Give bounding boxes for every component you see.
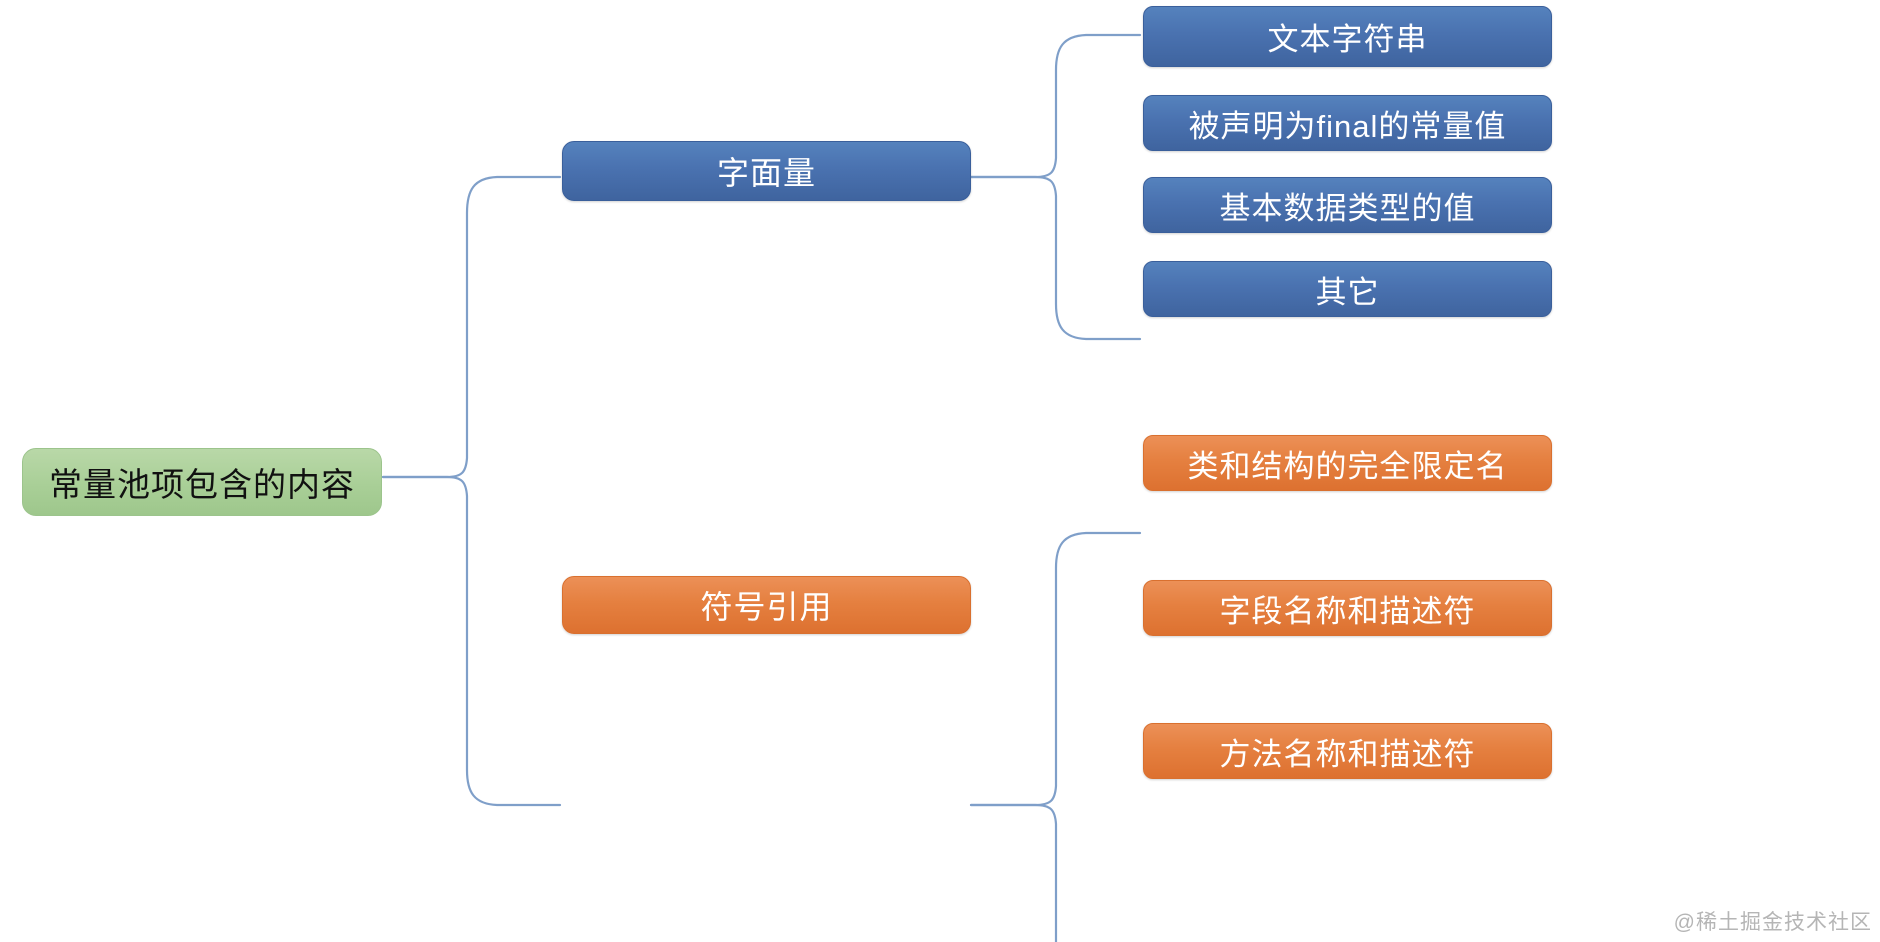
connector-literal-brace-lower	[969, 175, 1142, 341]
leaf-node-text-string[interactable]: 文本字符串	[1143, 6, 1552, 67]
branch-node-literal[interactable]: 字面量	[562, 141, 971, 201]
root-node[interactable]: 常量池项包含的内容	[22, 448, 382, 516]
connector-literal-brace-upper	[969, 33, 1142, 179]
root-node-label: 常量池项包含的内容	[49, 466, 355, 503]
leaf-node-method-name-descriptor-label: 方法名称和描述符	[1219, 736, 1476, 772]
leaf-node-other[interactable]: 其它	[1143, 261, 1552, 317]
connector-symbol-brace-lower	[969, 803, 1058, 942]
leaf-node-field-name-descriptor[interactable]: 字段名称和描述符	[1143, 580, 1552, 636]
connector-root-brace-lower	[381, 475, 562, 807]
leaf-node-final-constant-label: 被声明为final的常量值	[1188, 108, 1507, 144]
leaf-node-field-name-descriptor-label: 字段名称和描述符	[1219, 593, 1476, 629]
watermark: @稀土掘金技术社区	[1673, 911, 1872, 934]
leaf-node-other-label: 其它	[1315, 274, 1380, 310]
leaf-node-final-constant[interactable]: 被声明为final的常量值	[1143, 95, 1552, 151]
connector-root-brace	[381, 175, 562, 479]
leaf-node-method-name-descriptor[interactable]: 方法名称和描述符	[1143, 723, 1552, 779]
connector-symbol-brace-upper	[969, 531, 1142, 807]
leaf-node-fully-qualified-name-label: 类和结构的完全限定名	[1187, 448, 1508, 484]
leaf-node-primitive-value[interactable]: 基本数据类型的值	[1143, 177, 1552, 233]
leaf-node-primitive-value-label: 基本数据类型的值	[1219, 190, 1476, 226]
branch-node-literal-label: 字面量	[716, 155, 816, 191]
leaf-node-text-string-label: 文本字符串	[1267, 22, 1428, 57]
branch-node-symbolic-reference[interactable]: 符号引用	[562, 576, 971, 634]
branch-node-symbolic-reference-label: 符号引用	[700, 589, 833, 625]
leaf-node-fully-qualified-name[interactable]: 类和结构的完全限定名	[1143, 435, 1552, 491]
